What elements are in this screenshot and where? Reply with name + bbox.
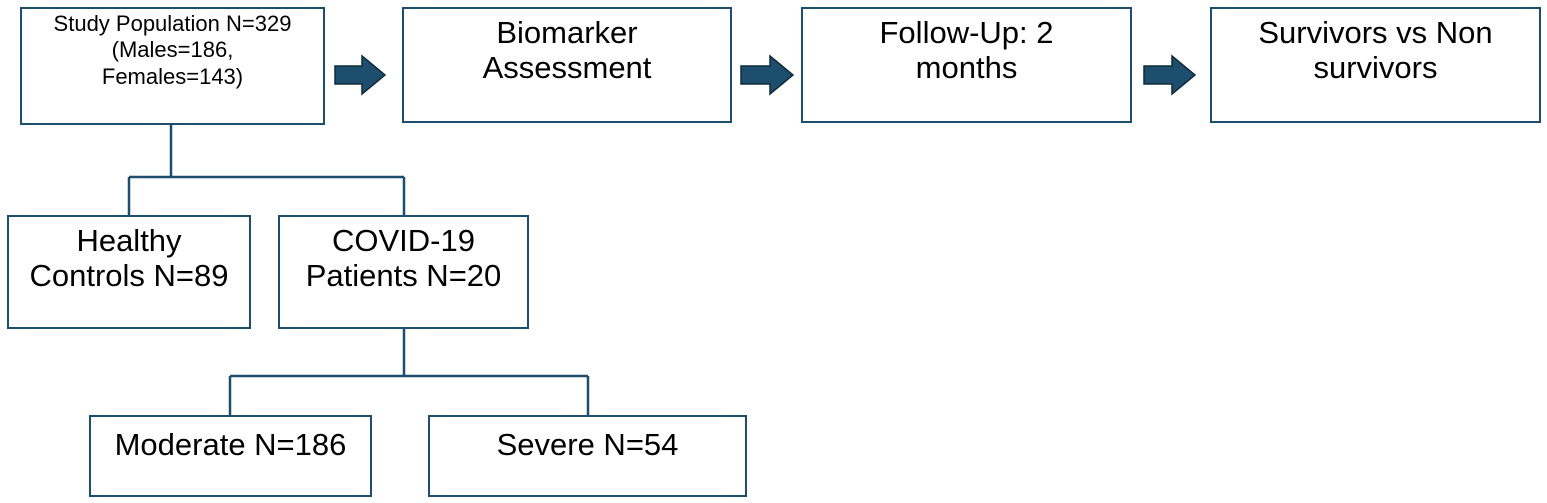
arrow-right-icon bbox=[1143, 54, 1197, 96]
covid-patients-box: COVID-19 Patients N=20 bbox=[278, 215, 529, 329]
covid-patients-label: COVID-19 Patients N=20 bbox=[305, 223, 502, 294]
arrow-right-icon bbox=[740, 54, 795, 96]
biomarker-assessment-label: Biomarker Assessment bbox=[482, 15, 652, 86]
survivors-box: Survivors vs Non survivors bbox=[1210, 7, 1541, 123]
biomarker-assessment-box: Biomarker Assessment bbox=[402, 7, 732, 123]
severe-label: Severe N=54 bbox=[496, 427, 679, 462]
severe-box: Severe N=54 bbox=[428, 415, 747, 497]
survivors-label: Survivors vs Non survivors bbox=[1258, 15, 1493, 86]
moderate-label: Moderate N=186 bbox=[114, 427, 347, 462]
study-population-box: Study Population N=329 (Males=186, Femal… bbox=[20, 7, 325, 125]
healthy-controls-label: Healthy Controls N=89 bbox=[29, 223, 229, 294]
follow-up-label: Follow-Up: 2 months bbox=[879, 15, 1054, 86]
follow-up-box: Follow-Up: 2 months bbox=[801, 7, 1132, 123]
healthy-controls-box: Healthy Controls N=89 bbox=[7, 215, 251, 329]
arrow-right-icon bbox=[334, 54, 387, 96]
connector-study-to-groups bbox=[127, 125, 406, 215]
moderate-box: Moderate N=186 bbox=[89, 415, 372, 497]
connector-covid-to-severity bbox=[228, 329, 590, 415]
study-population-label: Study Population N=329 (Males=186, Femal… bbox=[53, 11, 292, 89]
